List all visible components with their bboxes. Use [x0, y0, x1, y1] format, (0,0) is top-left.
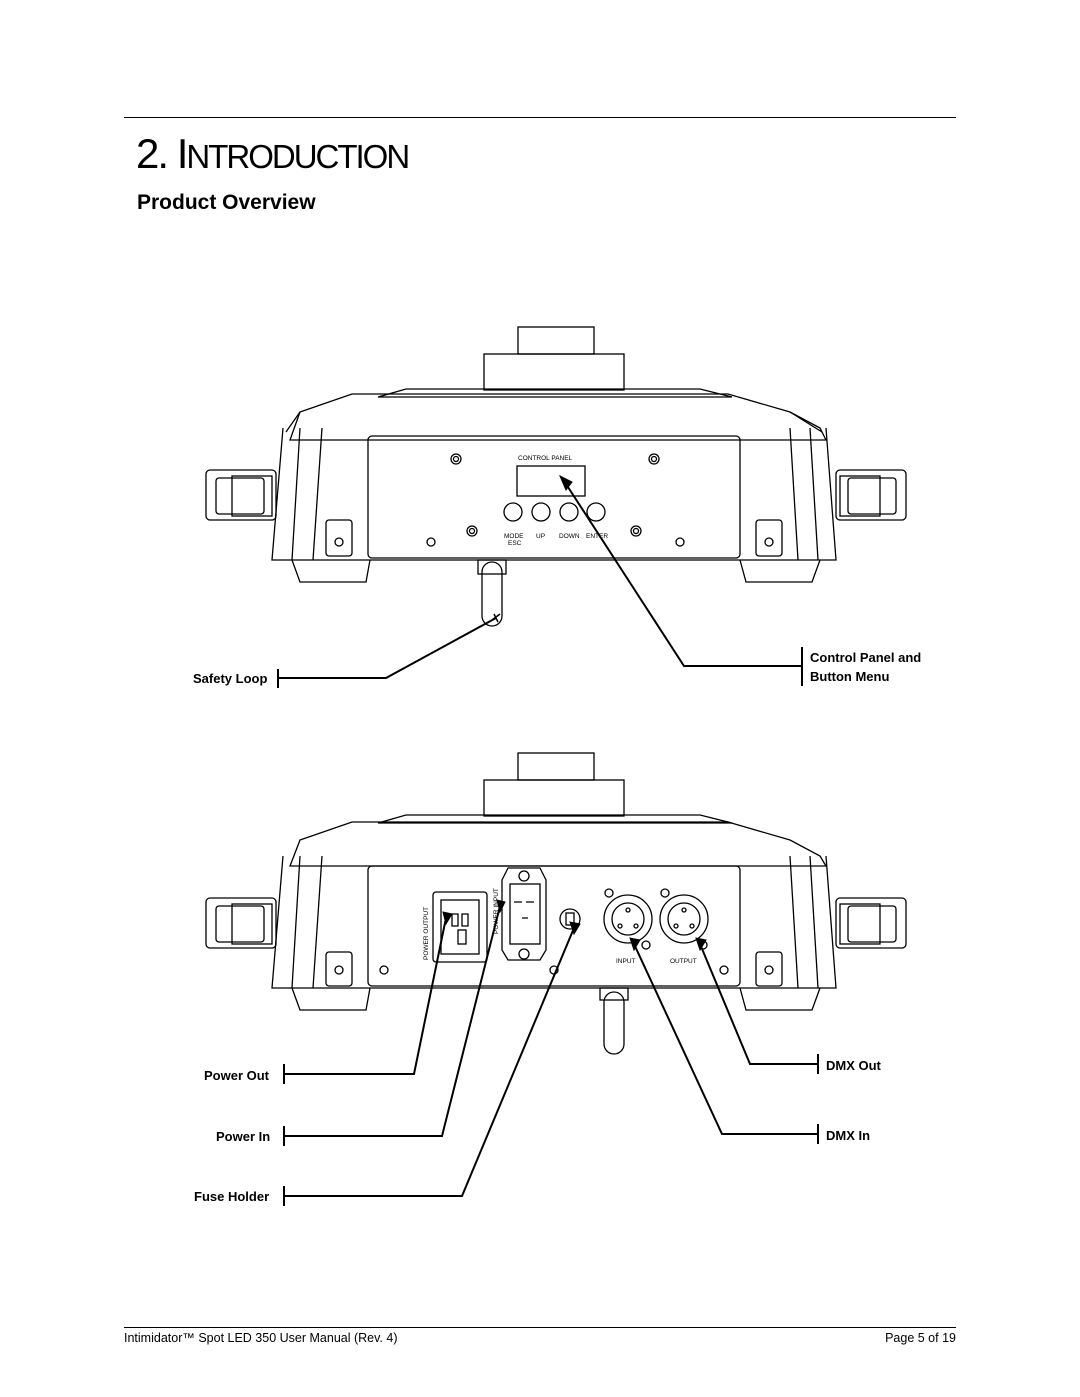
- control-panel-title: CONTROL PANEL: [518, 455, 573, 462]
- dmx-output-label: OUTPUT: [670, 958, 697, 965]
- footer-rule: [124, 1327, 956, 1328]
- button-label-down: DOWN: [559, 533, 580, 540]
- power-output-label: POWER OUTPUT: [423, 907, 430, 960]
- button-label-mode: MODE: [504, 533, 524, 540]
- section-title: Product Overview: [137, 191, 316, 214]
- fixture-front-view: [205, 326, 907, 627]
- down-button: [559, 502, 579, 522]
- footer-manual-title: Intimidator™ Spot LED 350 User Manual (R…: [124, 1331, 398, 1345]
- dmx-input-label: INPUT: [616, 958, 636, 965]
- lcd-display: [516, 465, 586, 497]
- callout-control-panel-line2: Button Menu: [810, 669, 889, 684]
- power-out-socket: [432, 891, 488, 963]
- chapter-title-rest: NTRODUCTION: [186, 138, 410, 175]
- fuse-holder: [559, 908, 581, 930]
- button-label-esc: ESC: [508, 540, 522, 547]
- top-rule: [124, 117, 956, 118]
- figure2-callout-lines: [283, 899, 819, 1206]
- enter-button: [586, 502, 606, 522]
- callout-power-out: Power Out: [204, 1068, 270, 1083]
- fixture-rear-view: [205, 752, 907, 1055]
- power-input-label: POWER INPUT: [493, 888, 500, 934]
- callout-control-panel-line1: Control Panel and: [810, 650, 921, 665]
- button-label-enter: ENTER: [586, 533, 608, 540]
- figure1-callout-lines: [277, 474, 803, 688]
- callout-safety-loop: Safety Loop: [193, 671, 267, 686]
- callout-fuse-holder: Fuse Holder: [194, 1189, 269, 1204]
- chapter-title-initial: I: [176, 130, 189, 177]
- dmx-out-connector: [659, 894, 709, 944]
- chapter-title: 2. INTRODUCTION: [136, 124, 410, 187]
- dmx-in-connector: [603, 894, 653, 944]
- mode-button: [503, 502, 523, 522]
- up-button: [531, 502, 551, 522]
- callout-dmx-in: DMX In: [826, 1128, 870, 1143]
- chapter-number: 2.: [136, 130, 169, 177]
- callout-power-in: Power In: [216, 1129, 270, 1144]
- button-label-up: UP: [536, 533, 545, 540]
- callout-dmx-out: DMX Out: [826, 1058, 882, 1073]
- footer-page-number: Page 5 of 19: [885, 1331, 956, 1345]
